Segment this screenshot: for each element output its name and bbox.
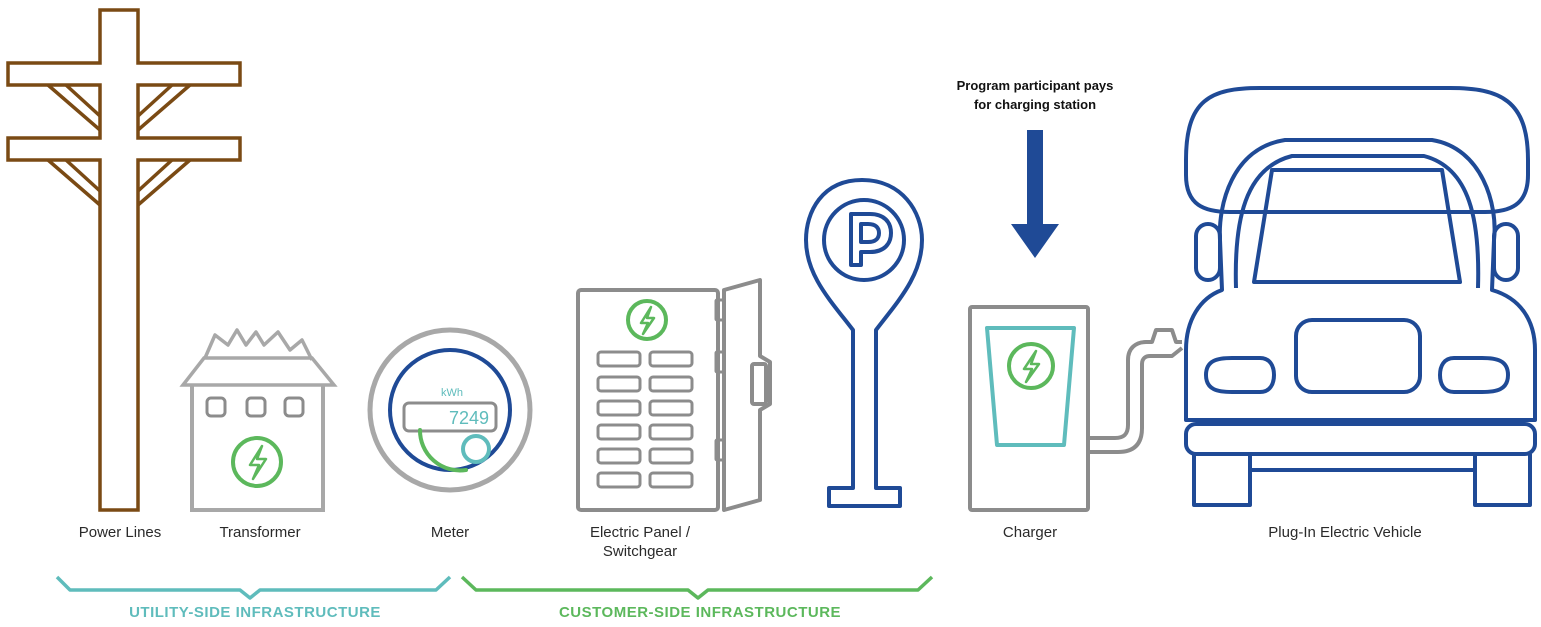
payment-note: Program participant pays for charging st…	[920, 76, 1150, 114]
meter-icon: kWh 7249	[367, 327, 533, 493]
meter-reading: 7249	[449, 408, 489, 428]
customer-side-title: CUSTOMER-SIDE INFRASTRUCTURE	[558, 604, 842, 621]
label-charger: Charger	[1002, 524, 1058, 541]
utility-side-title: UTILITY-SIDE INFRASTRUCTURE	[129, 604, 381, 621]
label-electric-panel-line1: Electric Panel /	[589, 524, 691, 541]
utility-brace	[55, 575, 452, 600]
electric-panel-icon	[576, 278, 772, 512]
label-transformer: Transformer	[219, 524, 301, 541]
label-power-lines: Power Lines	[78, 524, 162, 541]
label-vehicle: Plug-In Electric Vehicle	[1268, 524, 1422, 541]
label-electric-panel: Electric Panel / Switchgear	[560, 523, 720, 561]
label-electric-panel-line2: Switchgear	[602, 543, 678, 560]
power-pole-icon	[6, 8, 242, 512]
parking-sign-icon	[804, 178, 924, 508]
electric-vehicle-icon	[1184, 86, 1537, 507]
payment-note-line2: for charging station	[973, 97, 1097, 112]
charger-icon	[968, 305, 1184, 512]
payment-note-line1: Program participant pays	[956, 78, 1114, 93]
payment-arrow-icon	[1011, 130, 1059, 258]
customer-brace	[460, 575, 934, 600]
transformer-icon	[179, 328, 338, 512]
label-meter: Meter	[430, 524, 470, 541]
meter-unit: kWh	[441, 387, 463, 399]
